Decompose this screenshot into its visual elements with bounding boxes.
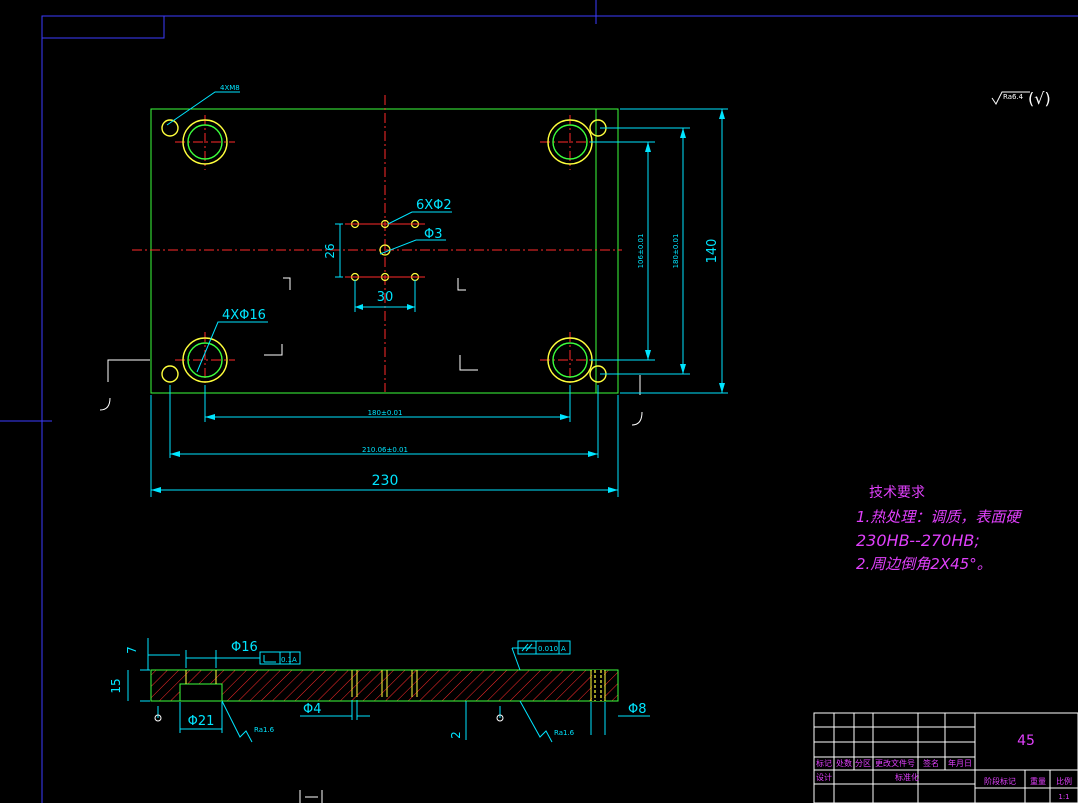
tb-row1-c6: 年月日: [948, 758, 972, 768]
tb-stage-mark: 阶段标记: [984, 776, 1016, 786]
sec-rough-right: Ra1.6: [554, 729, 575, 737]
dim-span-180: 180±0.01: [368, 409, 403, 417]
dim-height-140: 140: [705, 239, 720, 264]
dim-30: 30: [377, 290, 394, 305]
sec-flatness-ref: A: [292, 656, 297, 664]
sec-rough-left: Ra1.6: [254, 726, 275, 734]
tb-row1-c4: 更改文件号: [875, 758, 915, 768]
tb-row1-c2: 处数: [836, 758, 852, 768]
roughness-value: Ra6.4: [1003, 93, 1024, 101]
datum-circles: [154, 714, 504, 803]
corner-marks: [99, 277, 643, 426]
tech-line-1: 1.热处理：调质，表面硬: [856, 508, 1023, 526]
sec-flatness-val: 0.1: [281, 656, 292, 664]
tb-material: 45: [1017, 733, 1035, 749]
tech-line-2: 230HB--270HB;: [856, 531, 980, 550]
dim-vert-180: 180±0.01: [672, 234, 680, 269]
roughness-extra: (√): [1028, 89, 1051, 108]
parallel-symbol: [521, 643, 533, 652]
tb-row1-c1: 标记: [816, 758, 832, 768]
title-block: [813, 712, 1078, 803]
label-4xm8: 4XM8: [220, 84, 240, 92]
tb-row2-design: 设计: [816, 772, 832, 782]
flatness-symbol: [263, 655, 276, 663]
tb-scale-label: 比例: [1056, 776, 1072, 786]
sec-dim-7: 7: [125, 646, 139, 654]
label-6xd2: 6XΦ2: [416, 198, 452, 213]
tech-title: 技术要求: [869, 485, 925, 501]
tb-weight: 重量: [1030, 776, 1046, 786]
dim-vert-106: 106±0.01: [637, 234, 645, 269]
sec-dim-2: 2: [449, 731, 463, 739]
tb-row1-c5: 签名: [923, 758, 939, 768]
arrowheads: [151, 109, 725, 493]
sec-dim-d16: Φ16: [231, 640, 258, 655]
roughness-symbol: [991, 91, 1030, 105]
tech-line-3: 2.周边倒角2X45°。: [856, 555, 992, 573]
dim-span-210: 210.06±0.01: [362, 446, 408, 454]
sec-dim-d21: Φ21: [188, 714, 215, 729]
sec-dim-15: 15: [109, 678, 123, 693]
dimension-lines: [150, 91, 728, 497]
section-view: [150, 669, 619, 702]
label-d3: Φ3: [424, 227, 443, 242]
small-hole-centers: [345, 223, 425, 278]
tb-scale-value: 1:1: [1058, 793, 1069, 801]
sec-parallel-val: 0.010: [538, 645, 558, 653]
tb-row1-c3: 分区: [855, 759, 871, 768]
sec-parallel-ref: A: [561, 645, 566, 653]
sec-dim-d4: Φ4: [303, 702, 322, 717]
label-4xd16: 4XΦ16: [222, 308, 266, 323]
tb-row2-standard: 标准化: [895, 772, 919, 782]
section-dimensions: [127, 638, 650, 743]
sec-dim-d8: Φ8: [628, 702, 647, 717]
counterbore-holes: [161, 119, 607, 383]
dim-width-230: 230: [372, 473, 399, 489]
dim-26: 26: [323, 243, 337, 258]
